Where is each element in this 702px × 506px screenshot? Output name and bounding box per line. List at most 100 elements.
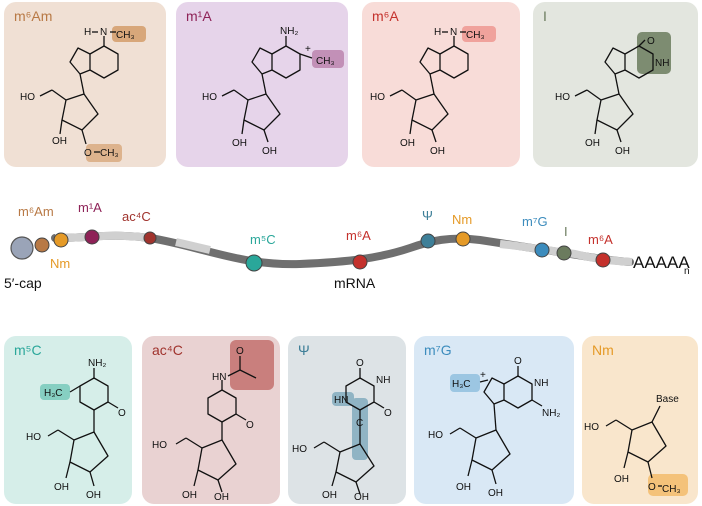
modification-bead [34,237,50,253]
methyl-atom: CH₃ [466,30,485,41]
methyl-highlight [450,374,480,392]
modification-bead [84,229,100,245]
inosine-structure: O NH HO OH OH [555,32,671,157]
ac4c-structure: O HN O HO OH OH [152,340,274,503]
psi-structure: O O HN NH C HO OH OH [292,358,392,503]
methyl-highlight [648,474,688,496]
carbonyl-highlight [637,32,671,74]
hn-atom: HN [334,395,348,406]
card-m1a: m¹A NH₂ + CH₃ HO OH OH [176,2,348,167]
c-atom: C [356,418,363,429]
methyl-highlight [40,384,70,400]
nh2-atom: NH₂ [280,26,298,37]
modification-bead [143,231,157,245]
oh-atom-2: OH [615,146,630,157]
ho-atom: HO [26,432,41,443]
m6a-structure: N H CH₃ HO OH OH [370,26,496,157]
methyl-atom: CH₃ [662,484,681,495]
methyl-atom: H₃C [44,388,63,399]
modification-bead [352,254,368,270]
m5c-structure: NH₂ H₃C O HO OH OH [26,358,126,501]
oh-atom: OH [232,138,247,149]
oh-atom: OH [400,138,415,149]
oh-atom-2: OH [354,492,369,503]
card-psi-label: Ψ [298,342,310,358]
h-atom: H [434,27,441,38]
methyl-highlight [86,144,122,162]
nh-atom: NH [655,58,669,69]
modification-label: m⁶Am [18,204,54,219]
card-inosine-label: I [543,8,547,24]
card-m6am-label: m⁶Am [14,8,53,24]
cap-label: 5′-cap [4,275,42,291]
modification-label: Nm [50,256,70,271]
card-nm-label: Nm [592,342,614,358]
mrna-label: mRNA [334,275,376,291]
oh-atom-2: OH [86,490,101,501]
card-m7g-label: m⁷G [424,342,452,358]
ho-atom: HO [292,444,307,455]
n6-atom: N [100,27,107,38]
card-m1a-label: m¹A [186,8,212,24]
card-pseudouridine: Ψ O O HN NH C HO OH OH [288,336,406,504]
modification-label: m⁶A [346,228,371,243]
o-atom: O [118,408,126,419]
ho-atom: HO [202,92,217,103]
ho-atom: HO [20,92,35,103]
n6-atom: N [450,27,457,38]
modification-label: Nm [452,212,472,227]
card-m5c-label: m⁵C [14,342,42,358]
modification-label: m⁶A [588,232,613,247]
ho-atom: HO [370,92,385,103]
nm-structure: Base HO OH O CH₃ [584,394,688,496]
card-m5c: m⁵C NH₂ H₃C O HO OH OH [4,336,132,504]
card-nm: Nm Base HO OH O CH₃ [582,336,698,504]
o-atom-2: O [384,408,392,419]
modification-label: m¹A [78,200,102,215]
o-atom: O [648,482,656,493]
base-label: Base [656,394,679,405]
oh-atom: OH [456,482,471,493]
modification-label: ac⁴C [122,209,151,224]
nh-atom: NH [534,378,548,389]
card-ac4c-label: ac⁴C [152,342,183,358]
ho-atom: HO [152,440,167,451]
o-atom: O [246,420,254,431]
methyl-atom: CH₃ [116,30,135,41]
card-m7g: m⁷G H₃C + O NH NH₂ HO OH OH [414,336,574,504]
o-atom: O [356,358,364,369]
m1a-structure: NH₂ + CH₃ HO OH OH [202,26,344,157]
rna-light-segment [175,238,211,254]
oh-atom: OH [614,474,629,485]
modification-label: Ψ [422,208,433,223]
o-atom: O [514,356,522,367]
ho-atom: HO [555,92,570,103]
o-atom: O [84,148,92,159]
modification-bead [534,242,550,258]
hn-highlight [332,392,354,406]
card-m6a-label: m⁶A [372,8,399,24]
oh-atom-2: OH [214,492,229,503]
plus-sign: + [305,44,311,55]
rna-backbone-light-end [499,240,633,266]
modification-bead [53,232,69,248]
cap-bead [10,236,34,260]
modification-bead [595,252,611,268]
h-atom: H [84,27,91,38]
o-atom: O [647,36,655,47]
oh-atom: OH [52,136,67,147]
polya-tail: AAAAA [633,253,690,272]
modification-bead [556,245,572,261]
oh-atom-2: OH [430,146,445,157]
modification-label: m⁵C [250,232,276,247]
oh-atom-2: OH [488,488,503,499]
oh-atom-2: OH [262,146,277,157]
oh-atom: OH [182,490,197,501]
acetyl-highlight [230,340,274,390]
plus-sign: + [480,370,486,381]
nh2-atom: NH₂ [88,358,106,369]
m7g-structure: H₃C + O NH NH₂ HO OH OH [428,356,560,499]
oh-atom: OH [54,482,69,493]
